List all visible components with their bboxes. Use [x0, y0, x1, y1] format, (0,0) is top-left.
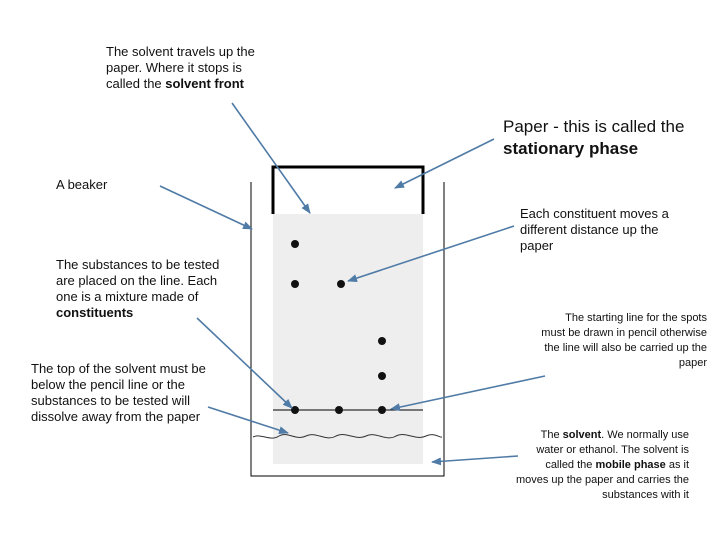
label-solvent-mobile-phase: The solvent. We normally use water or et… — [515, 429, 689, 501]
spot — [337, 280, 345, 288]
label-solvent-front: The solvent travels up the paper. Where … — [106, 44, 255, 91]
arrow-solvent-below — [207, 406, 289, 435]
spot — [378, 337, 386, 345]
arrow-solvent-mobile — [431, 455, 519, 466]
spot — [291, 240, 299, 248]
arrow-stationary-phase — [394, 138, 495, 189]
label-constituent-distance: Each constituent moves a different dista… — [520, 206, 669, 253]
arrow-solvent-front — [231, 102, 311, 214]
arrow-substances — [196, 317, 293, 409]
annotation-arrows — [159, 102, 546, 466]
paper-holder — [271, 165, 425, 214]
arrow-constituent-distance — [347, 225, 515, 282]
label-starting-line: The starting line for the spots must be … — [541, 312, 707, 369]
arrow-beaker — [159, 185, 253, 230]
arrow-starting-line — [390, 375, 546, 412]
label-solvent-below-line: The top of the solvent must be below the… — [31, 361, 206, 424]
label-stationary-phase: Paper - this is called the stationary ph… — [503, 117, 685, 158]
chromatography-paper — [273, 214, 423, 464]
spot — [291, 406, 299, 414]
solvent-surface — [252, 434, 443, 439]
spot — [291, 280, 299, 288]
spot — [335, 406, 343, 414]
label-beaker: A beaker — [56, 177, 108, 192]
spots — [291, 240, 386, 414]
spot — [378, 406, 386, 414]
beaker — [250, 182, 445, 477]
spot — [378, 372, 386, 380]
label-substances-tested: The substances to be tested are placed o… — [56, 257, 220, 320]
